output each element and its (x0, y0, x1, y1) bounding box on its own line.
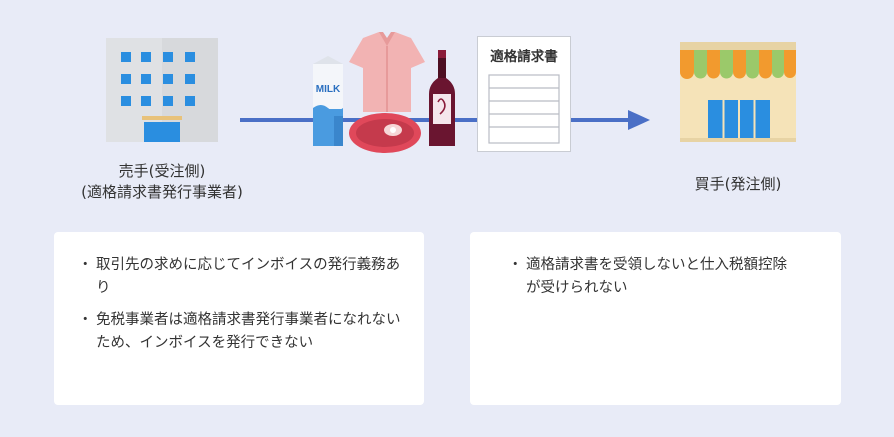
milk-label: MILK (316, 84, 341, 95)
seller-label-line2: (適格請求書発行事業者) (81, 183, 243, 201)
seller-label-line1: 売手(受注側) (118, 162, 206, 180)
invoice-document: 適格請求書 (477, 36, 571, 152)
shop-storefront-icon (680, 42, 796, 142)
buyer-notes-list: 適格請求書を受領しないと仕入税額控除が受けられない (508, 254, 797, 300)
buyer-notes-card: 適格請求書を受領しないと仕入税額控除が受けられない (470, 232, 841, 405)
buyer-note-item: 適格請求書を受領しないと仕入税額控除が受けられない (508, 254, 797, 300)
wine-bottle-icon (429, 50, 455, 146)
invoice-table-lines (488, 74, 560, 144)
seller-notes-list: 取引先の求めに応じてインボイスの発行義務あり 免税事業者は適格請求書発行事業者に… (78, 254, 404, 355)
seller-notes-card: 取引先の求めに応じてインボイスの発行義務あり 免税事業者は適格請求書発行事業者に… (54, 232, 424, 405)
buyer-label: 買手(発注側) (694, 175, 782, 193)
invoice-document-title: 適格請求書 (490, 49, 558, 65)
seller-note-item: 取引先の求めに応じてインボイスの発行義務あり (78, 254, 404, 300)
office-building-icon (106, 38, 218, 142)
meat-steak-icon (349, 113, 421, 153)
seller-note-item: 免税事業者は適格請求書発行事業者になれないため、インボイスを発行できない (78, 309, 404, 355)
milk-carton-icon: MILK (313, 56, 343, 146)
seller-label: 売手(受注側) (適格請求書発行事業者) (52, 161, 272, 203)
shirt-icon (349, 32, 425, 112)
